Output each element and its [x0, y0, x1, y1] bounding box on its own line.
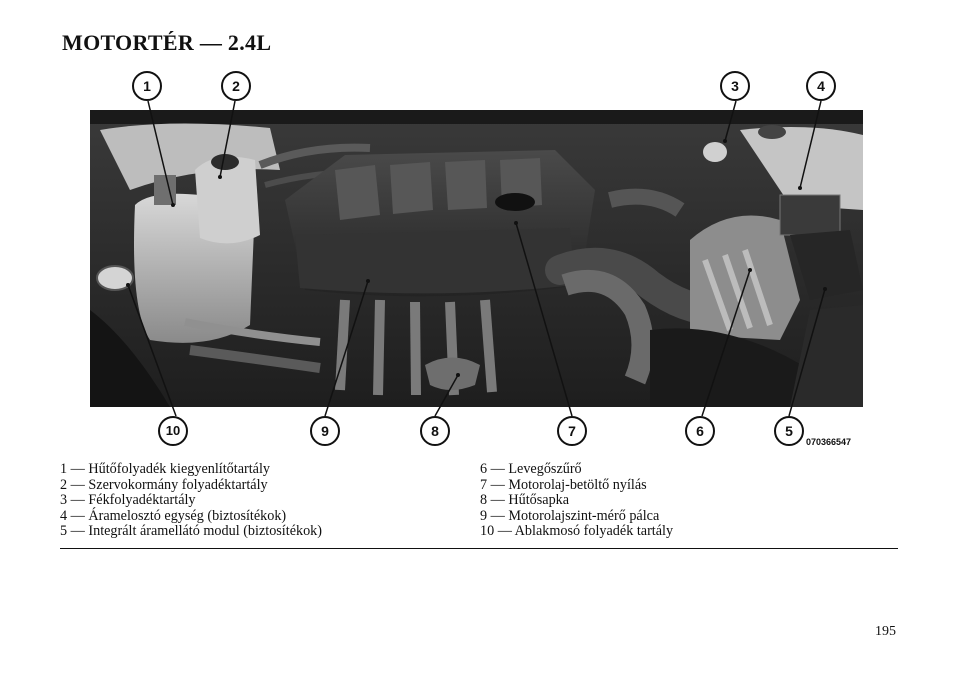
page-title: MOTORTÉR — 2.4L: [62, 30, 272, 55]
callout-6: 6: [685, 416, 715, 446]
callout-1: 1: [132, 71, 162, 101]
callout-9: 9: [310, 416, 340, 446]
callout-3: 3: [720, 71, 750, 101]
legend-item: 1 — Hűtőfolyadék kiegyenlítőtartály: [60, 461, 270, 477]
figure-legend: 1 — Hűtőfolyadék kiegyenlítőtartály 2 — …: [60, 461, 898, 549]
engine-bay-illustration: [90, 110, 863, 407]
callout-8: 8: [420, 416, 450, 446]
callout-leaders: [126, 100, 827, 417]
engine-bay-figure: 1 2 3 4 5 6 7 8 9 10 070366547: [60, 65, 900, 450]
legend-item: 7 — Motorolaj-betöltő nyílás: [480, 476, 647, 493]
legend-item: 9 — Motorolajszint-mérő pálca: [480, 507, 660, 524]
callout-4: 4: [806, 71, 836, 101]
callout-2: 2: [221, 71, 251, 101]
callout-7: 7: [557, 416, 587, 446]
legend-item: 3 — Fékfolyadéktartály: [60, 492, 196, 509]
legend-item: 8 — Hűtősapka: [480, 492, 570, 509]
legend-item: 6 — Levegőszűrő: [480, 461, 582, 477]
callout-5: 5: [774, 416, 804, 446]
legend-item: 10 — Ablakmosó folyadék tartály: [480, 523, 674, 540]
legend-item: 5 — Integrált áramellátó modul (biztosít…: [60, 523, 322, 540]
legend-item: 4 — Áramelosztó egység (biztosítékok): [60, 507, 287, 524]
legend-right-column: 6 — Levegőszűrő 7 — Motorolaj-betöltő ny…: [480, 461, 674, 540]
callout-10: 10: [158, 416, 188, 446]
page-number: 195: [875, 624, 896, 639]
legend-item: 2 — Szervokormány folyadéktartály: [60, 476, 268, 493]
legend-left-column: 1 — Hűtőfolyadék kiegyenlítőtartály 2 — …: [60, 461, 322, 540]
image-code: 070366547: [806, 437, 852, 447]
